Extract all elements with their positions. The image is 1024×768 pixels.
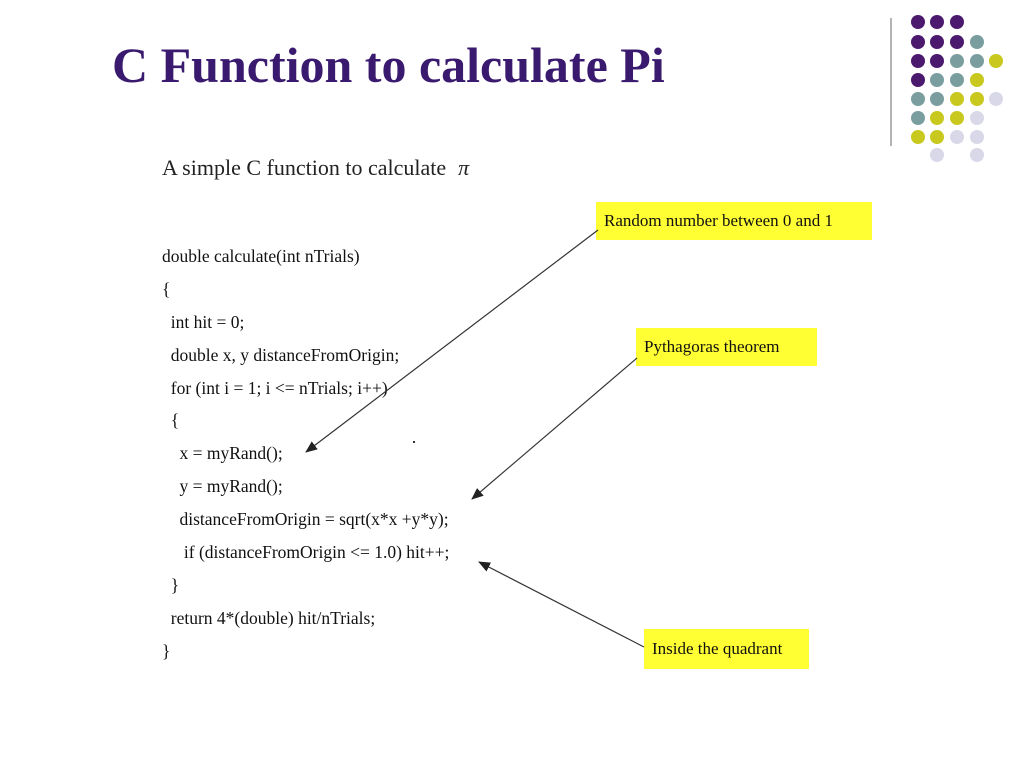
slide-title: C Function to calculate Pi <box>112 37 665 93</box>
decorative-dot <box>970 111 984 125</box>
decorative-dot <box>989 92 1003 106</box>
decorative-dot <box>970 130 984 144</box>
decorative-dot <box>930 15 944 29</box>
code-line: int hit = 0; <box>162 311 245 332</box>
decorative-dot <box>950 73 964 87</box>
code-line: if (distanceFromOrigin <= 1.0) hit++; <box>162 542 450 563</box>
code-line: y = myRand(); <box>162 476 283 497</box>
decorative-dot <box>911 54 925 68</box>
arrow-pythagoras-to-distance <box>471 357 638 500</box>
code-line: double x, y distanceFromOrigin; <box>162 344 400 365</box>
decorative-dot <box>970 148 984 162</box>
code-line: { <box>162 410 180 431</box>
decorative-dot <box>950 130 964 144</box>
stray-dot <box>413 441 415 443</box>
decorative-dot <box>950 15 964 29</box>
code-line: distanceFromOrigin = sqrt(x*x +y*y); <box>162 509 449 530</box>
decorative-dot <box>989 54 1003 68</box>
decorative-dot <box>930 148 944 162</box>
callout-pythagoras: Pythagoras theorem <box>636 328 817 366</box>
decorative-dot <box>911 92 925 106</box>
callout-random-number: Random number between 0 and 1 <box>596 202 872 240</box>
decorative-dot <box>950 54 964 68</box>
code-block: double calculate(int nTrials) { int hit … <box>162 240 449 668</box>
decorative-dot <box>970 73 984 87</box>
callout-inside-quadrant: Inside the quadrant <box>644 629 809 669</box>
intro-label: A simple C function to calculate <box>162 155 447 180</box>
decorative-dot <box>970 92 984 106</box>
pi-symbol: π <box>458 155 470 180</box>
code-line: double calculate(int nTrials) <box>162 246 360 266</box>
code-line: } <box>162 574 180 595</box>
code-line: } <box>162 640 171 661</box>
arrow-quadrant-to-if <box>478 561 645 648</box>
decorative-dot <box>930 111 944 125</box>
code-line: x = myRand(); <box>162 443 283 464</box>
decorative-dot <box>911 15 925 29</box>
decorative-dot <box>950 92 964 106</box>
decorative-dot <box>930 54 944 68</box>
decorative-dot <box>930 35 944 49</box>
decorative-dot <box>911 35 925 49</box>
intro-text: A simple C function to calculate π <box>162 155 469 181</box>
code-line: { <box>162 278 171 299</box>
decorative-dot <box>970 54 984 68</box>
decorative-dot <box>970 35 984 49</box>
decorative-dot <box>950 111 964 125</box>
code-line: return 4*(double) hit/nTrials; <box>162 607 376 628</box>
decorative-dot <box>950 35 964 49</box>
decorative-dot <box>930 130 944 144</box>
decorative-dot <box>911 111 925 125</box>
decorative-dot <box>911 73 925 87</box>
decorative-dot <box>911 130 925 144</box>
decorative-dot <box>930 73 944 87</box>
code-line: for (int i = 1; i <= nTrials; i++) <box>162 377 388 398</box>
decorative-dot <box>930 92 944 106</box>
